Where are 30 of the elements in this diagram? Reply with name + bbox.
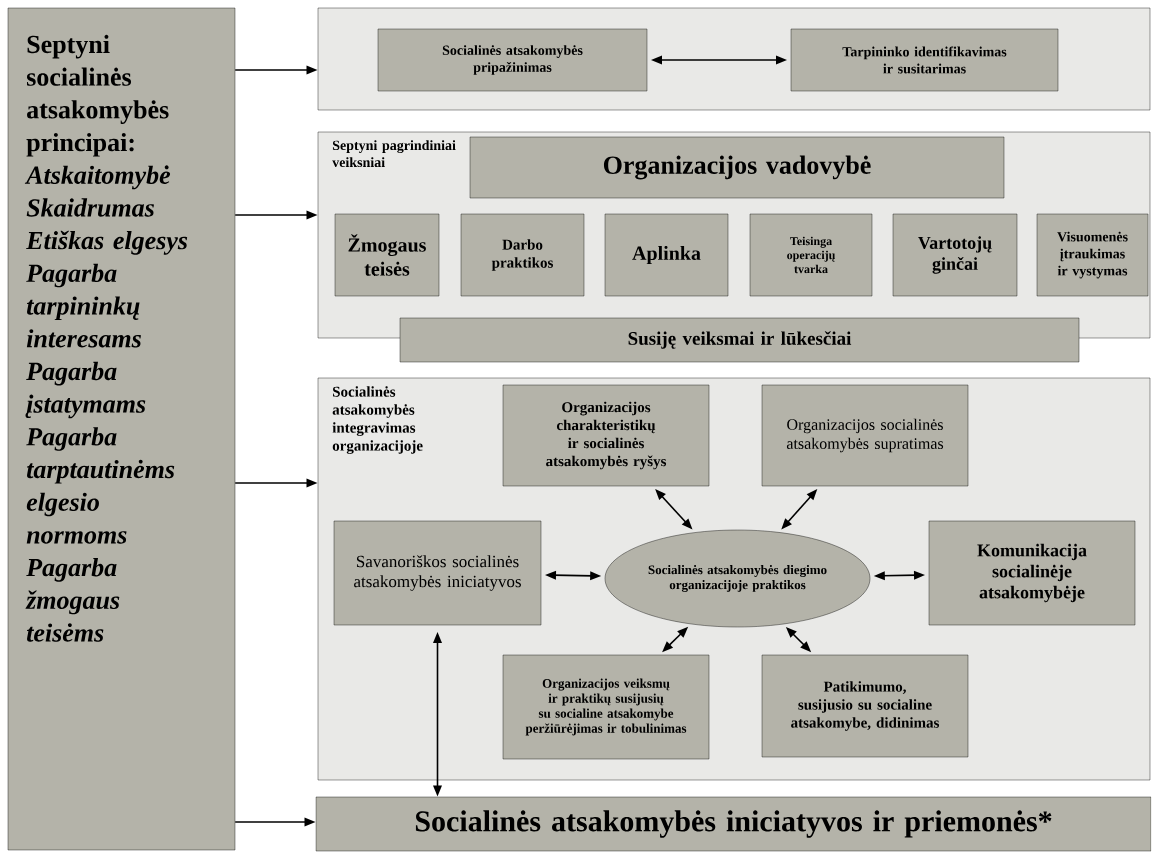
process-box: Savanoriškos socialinės atsakomybės iniciatyvos [333,520,542,626]
arrow [785,626,812,653]
process-box: Organizacijos veiksmų ir praktikų susijusių su socialine atsakomybe peržiūrėjimas ir tobulinimas [502,654,710,760]
arrow [545,570,602,581]
process-box: Vartotojų ginčai [892,213,1018,297]
process-box: Organizacijos vadovybė [469,136,1005,199]
principles-box: Septyni socialinės atsakomybės principai: Atskaitomybė Skaidrumas Etiškas elgesys Pagarba tarpininkų interesams Pagarba įstatymams Pagarba tarptautinėms elgesio normoms Pagarba žmogaus teisėms [7,7,236,851]
arrow [234,210,318,220]
arrow [655,488,693,530]
arrow [234,65,318,75]
process-box: Žmogaus teisės [334,213,440,297]
arrow [781,489,818,530]
arrow [433,632,442,797]
process-box: Organizacijos socialinės atsakomybės supratimas [761,384,969,487]
process-box: Teisinga operacijų tvarka [749,213,873,297]
arrow [651,55,787,65]
process-box: Tarpininko identifikavimas ir susitarimas [790,28,1059,92]
process-box: Socialinės atsakomybės pripažinimas [377,28,648,92]
process-box: Organizacijos charakteristikų ir socialinės atsakomybės ryšys [502,384,710,487]
arrow [234,478,318,488]
arrow [234,817,316,827]
process-box: Visuomenės įtraukimas ir vystymas [1036,213,1149,297]
process-box: Aplinka [604,213,729,297]
arrow [662,626,689,653]
process-box: Darbo praktikos [460,213,585,297]
arrow [873,570,925,581]
process-box: Komunikacija socialinėje atsakomybėje [928,520,1136,626]
process-box: Socialinės atsakomybės iniciatyvos ir priemonės* [315,796,1152,852]
process-box: Patikimumo, susijusio su socialine atsakomybe, didinimas [761,654,969,758]
process-box: Susiję veiksmai ir lūkesčiai [399,317,1080,363]
